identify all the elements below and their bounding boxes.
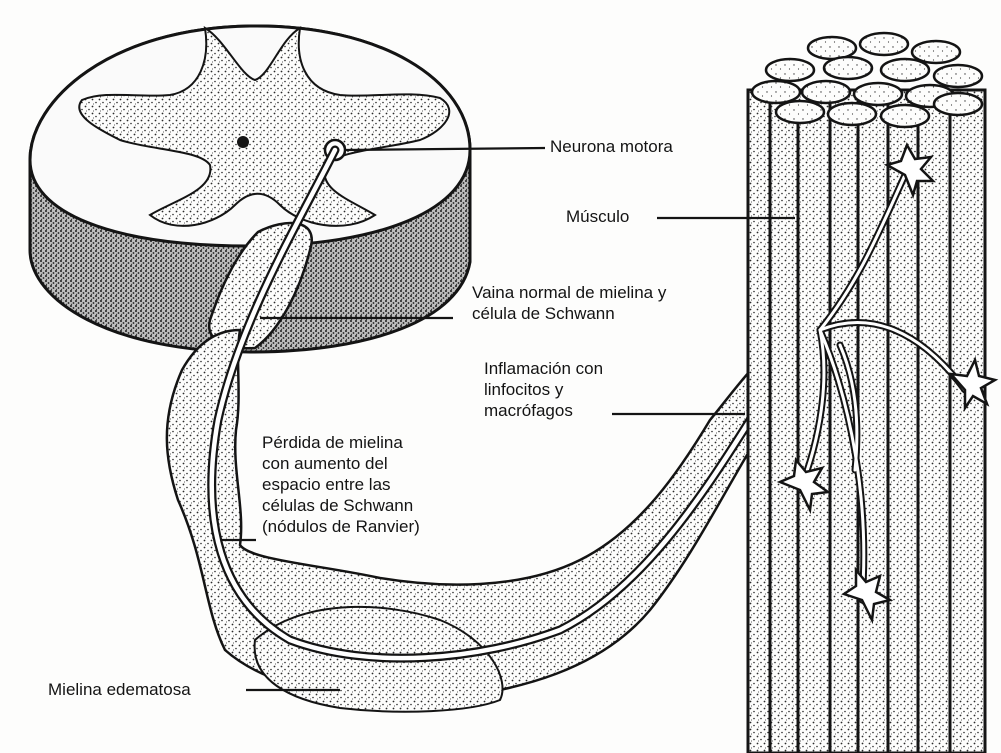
label-inflamacion: Inflamación con linfocitos y macrófagos — [484, 358, 603, 421]
label-line: Inflamación con — [484, 358, 603, 379]
label-line: espacio entre las — [262, 474, 420, 495]
label-mielina-edematosa: Mielina edematosa — [48, 679, 191, 700]
label-line: con aumento del — [262, 453, 420, 474]
label-line: Vaina normal de mielina y — [472, 282, 666, 303]
muscle-bundle — [748, 33, 995, 753]
label-line: macrófagos — [484, 400, 603, 421]
central-canal — [237, 136, 249, 148]
label-line: células de Schwann — [262, 495, 420, 516]
spinal-cord — [30, 26, 470, 352]
label-musculo: Músculo — [566, 206, 629, 227]
label-vaina-mielina: Vaina normal de mielina y célula de Schw… — [472, 282, 666, 324]
label-line: célula de Schwann — [472, 303, 666, 324]
label-line: (nódulos de Ranvier) — [262, 516, 420, 537]
label-line: Pérdida de mielina — [262, 432, 420, 453]
label-line: linfocitos y — [484, 379, 603, 400]
label-neurona-motora: Neurona motora — [550, 136, 673, 157]
label-perdida-mielina: Pérdida de mielina con aumento del espac… — [262, 432, 420, 537]
